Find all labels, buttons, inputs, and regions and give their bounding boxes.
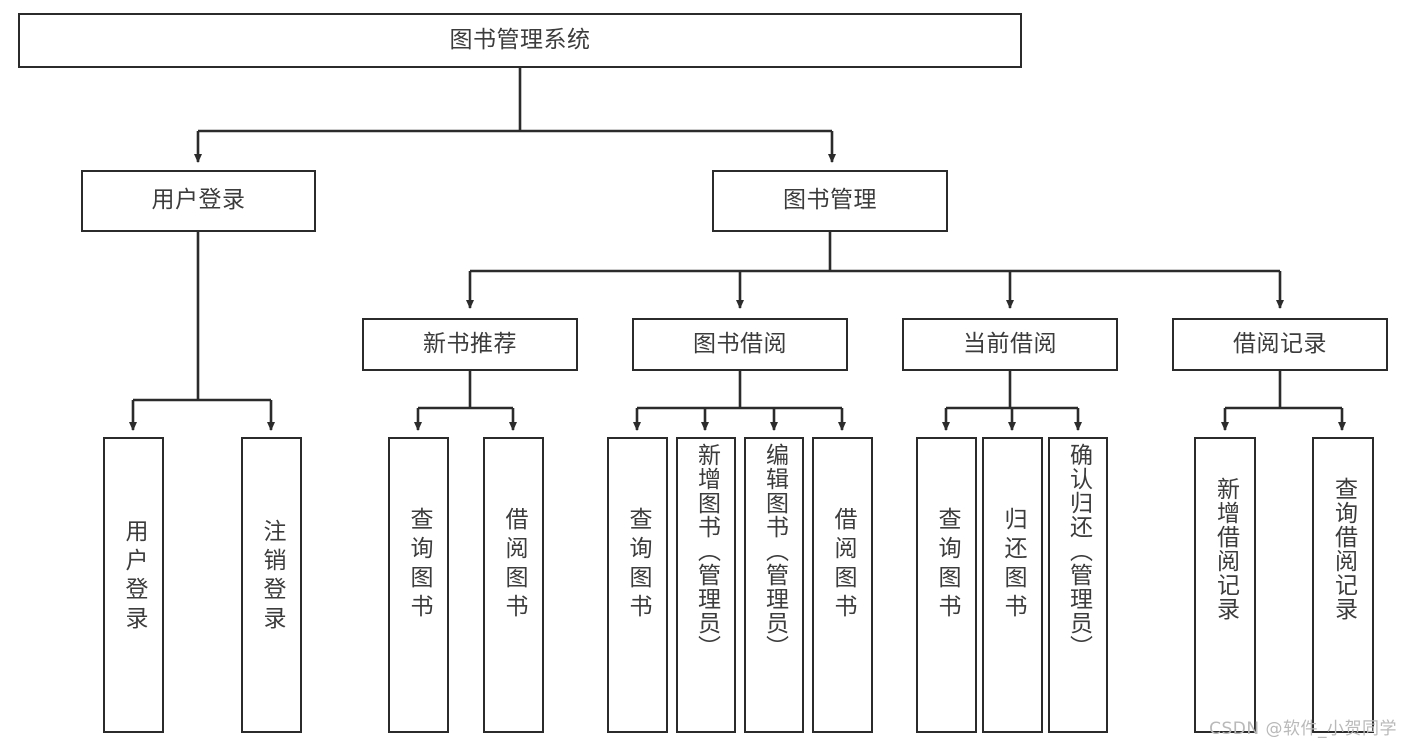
leaf-add-book-admin[interactable]: 新增图书（管理员） <box>676 437 736 733</box>
node-label: 借阅记录 <box>1233 330 1327 357</box>
node-label: 新增借阅记录 <box>1212 477 1239 621</box>
leaf-logout[interactable]: 注销登录 <box>241 437 302 733</box>
node-label: 编辑图书（管理员） <box>761 443 788 659</box>
leaf-add-borrow-record[interactable]: 新增借阅记录 <box>1194 437 1256 733</box>
node-label: 图书借阅 <box>693 330 787 357</box>
node-label: 查询图书 <box>625 507 651 623</box>
leaf-user-login[interactable]: 用户登录 <box>103 437 164 733</box>
leaf-query-book-current[interactable]: 查询图书 <box>916 437 977 733</box>
node-root-system[interactable]: 图书管理系统 <box>18 13 1022 68</box>
node-label: 注销登录 <box>259 519 285 635</box>
node-label: 确认归还（管理员） <box>1065 443 1092 659</box>
node-label: 用户登录 <box>151 187 246 214</box>
node-label: 借阅图书 <box>830 507 856 623</box>
leaf-query-borrow-record[interactable]: 查询借阅记录 <box>1312 437 1374 733</box>
node-user-login[interactable]: 用户登录 <box>81 170 316 232</box>
leaf-query-book-recommend[interactable]: 查询图书 <box>388 437 449 733</box>
node-book-management[interactable]: 图书管理 <box>712 170 948 232</box>
node-label: 当前借阅 <box>963 330 1057 357</box>
node-label: 图书管理系统 <box>449 26 591 53</box>
node-label: 图书管理 <box>783 187 877 214</box>
leaf-borrow-book-recommend[interactable]: 借阅图书 <box>483 437 544 733</box>
node-book-borrow[interactable]: 图书借阅 <box>632 318 848 371</box>
node-label: 查询借阅记录 <box>1330 477 1357 621</box>
node-current-borrow[interactable]: 当前借阅 <box>902 318 1118 371</box>
leaf-edit-book-admin[interactable]: 编辑图书（管理员） <box>744 437 804 733</box>
leaf-confirm-return-admin[interactable]: 确认归还（管理员） <box>1048 437 1108 733</box>
node-borrow-record[interactable]: 借阅记录 <box>1172 318 1388 371</box>
node-label: 新书推荐 <box>423 330 517 357</box>
node-label: 查询图书 <box>934 507 960 623</box>
leaf-borrow-book[interactable]: 借阅图书 <box>812 437 873 733</box>
node-label: 归还图书 <box>1000 507 1026 623</box>
leaf-query-book[interactable]: 查询图书 <box>607 437 668 733</box>
node-label: 用户登录 <box>121 519 147 635</box>
node-label: 借阅图书 <box>501 507 527 623</box>
node-new-book-recommend[interactable]: 新书推荐 <box>362 318 578 371</box>
node-label: 查询图书 <box>406 507 432 623</box>
node-label: 新增图书（管理员） <box>693 443 720 659</box>
leaf-return-book[interactable]: 归还图书 <box>982 437 1043 733</box>
